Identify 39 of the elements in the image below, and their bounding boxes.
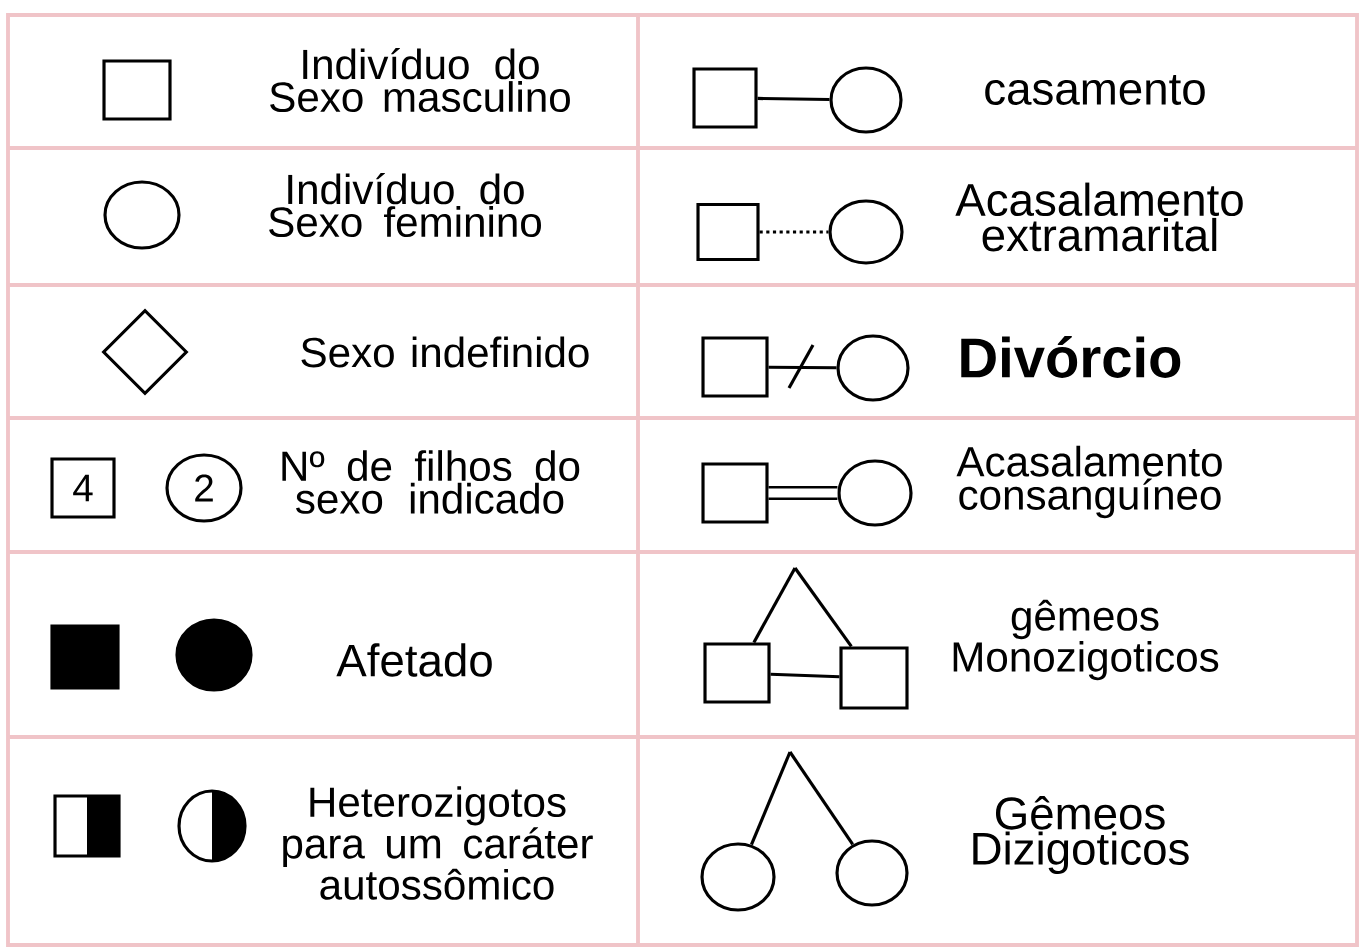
circle-symbol <box>836 334 910 402</box>
square-symbol <box>692 67 758 129</box>
square-symbol <box>102 59 172 121</box>
connector-line <box>759 230 829 234</box>
square-symbol <box>701 462 769 524</box>
symbol-label: Heterozigotos para um caráter autossômico <box>283 786 593 900</box>
filled-square-symbol <box>50 624 120 690</box>
circle-symbol <box>103 180 181 250</box>
connector-line <box>768 485 838 500</box>
symbol-label: Indivíduo do Sexo masculino <box>270 47 570 113</box>
circle-symbol <box>835 839 909 907</box>
half-filled-square-symbol <box>53 794 121 858</box>
connector-line <box>750 751 792 846</box>
connector-line <box>770 672 840 679</box>
circle-symbol <box>837 459 913 527</box>
symbol-label: gêmeos Monozigoticos <box>953 599 1219 681</box>
square-symbol <box>839 646 909 710</box>
connector-line <box>788 751 854 846</box>
square-symbol <box>703 642 771 704</box>
square-symbol <box>696 202 760 262</box>
symbol-label: Sexo indefinido <box>301 336 589 368</box>
symbol-label: casamento <box>985 75 1205 105</box>
circle-symbol <box>829 66 903 134</box>
circle-symbol <box>828 199 904 265</box>
symbol-label: Acasalamento consanguíneo <box>956 445 1222 519</box>
symbol-label: Nº de filhos do sexo indicado <box>282 450 580 514</box>
symbol-label: Gêmeos Dizigoticos <box>973 795 1189 874</box>
connector-line <box>793 567 853 648</box>
circle-symbol <box>700 842 776 912</box>
connector-line <box>752 567 797 644</box>
symbol-label: Divórcio <box>961 336 1181 378</box>
symbol-label: Afetado <box>336 643 492 677</box>
half-filled-circle-symbol <box>177 789 247 863</box>
symbol-label: Indivíduo do Sexo feminino <box>269 172 541 238</box>
square-symbol <box>701 336 769 398</box>
symbol-label: Acasalamento extramarital <box>955 182 1243 252</box>
filled-circle-symbol <box>175 618 253 692</box>
connector-line <box>757 96 830 102</box>
connector-line <box>768 365 837 370</box>
